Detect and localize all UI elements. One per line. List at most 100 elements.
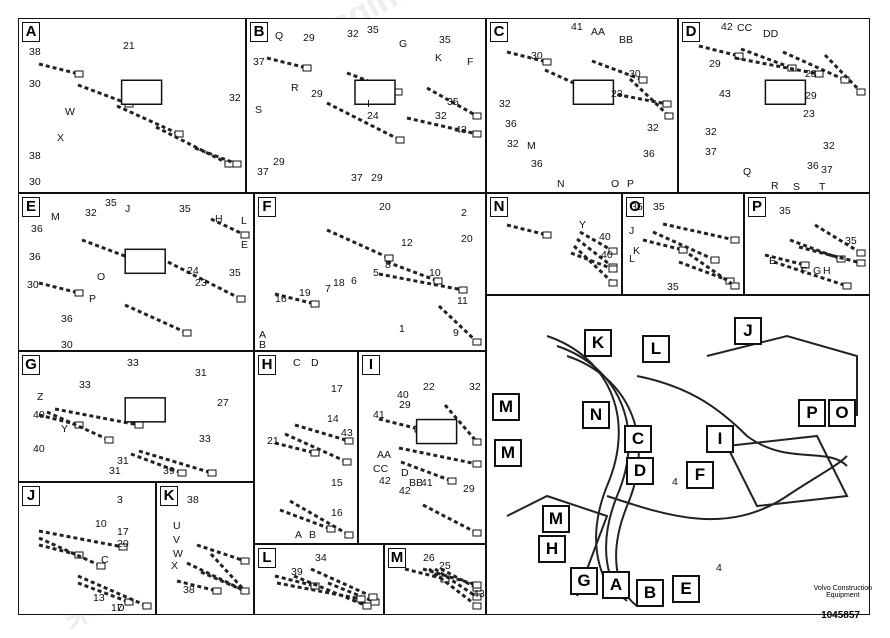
manifold-block bbox=[354, 79, 396, 105]
part-number-label: J bbox=[629, 225, 635, 237]
panel-drawing bbox=[274, 567, 380, 610]
panel-drawing bbox=[378, 404, 482, 537]
hose-line bbox=[386, 260, 439, 283]
part-number-label: 3 bbox=[117, 494, 123, 506]
part-number-label: 17 bbox=[111, 602, 123, 614]
fitting bbox=[356, 595, 366, 603]
part-number-label: L bbox=[629, 253, 635, 265]
part-number-label: DD bbox=[763, 28, 779, 40]
part-number-label: 22 bbox=[423, 381, 435, 393]
part-number-label: L bbox=[241, 215, 247, 227]
part-number-label: 41 bbox=[571, 21, 583, 33]
fitting bbox=[472, 130, 482, 138]
callout-e: E bbox=[672, 575, 700, 603]
overview-part-number: 4 bbox=[672, 476, 678, 488]
fitting bbox=[678, 246, 688, 254]
part-number-label: 23 bbox=[195, 277, 207, 289]
panel-drawing bbox=[764, 223, 866, 290]
part-number-label: 35 bbox=[179, 203, 191, 215]
panel-label: C bbox=[490, 22, 508, 42]
fitting bbox=[638, 76, 648, 84]
fitting bbox=[124, 598, 134, 606]
part-number-label: R bbox=[771, 180, 779, 192]
panel-label: D bbox=[682, 22, 700, 42]
part-number-label: 6 bbox=[351, 275, 357, 287]
hose-line bbox=[570, 251, 614, 271]
hose-line bbox=[326, 228, 390, 260]
fitting bbox=[458, 286, 468, 294]
part-number-label: I bbox=[367, 98, 370, 110]
machine-drawing bbox=[506, 334, 858, 607]
part-number-label: 18 bbox=[333, 277, 345, 289]
hose-line bbox=[289, 499, 350, 537]
part-number-label: 36 bbox=[31, 223, 43, 235]
fitting bbox=[608, 279, 618, 287]
panel-drawing bbox=[176, 543, 250, 595]
hose-line bbox=[688, 252, 736, 288]
fitting bbox=[310, 449, 320, 457]
fitting bbox=[840, 76, 850, 84]
part-number-label: V bbox=[173, 534, 181, 546]
part-number-label: 12 bbox=[401, 237, 413, 249]
part-number-label: X bbox=[57, 132, 65, 144]
part-number-label: W bbox=[173, 548, 183, 560]
part-number-label: AA bbox=[377, 449, 392, 461]
fitting bbox=[240, 231, 250, 239]
fitting bbox=[326, 525, 336, 533]
callout-m: M bbox=[492, 393, 520, 421]
hose-line bbox=[124, 303, 188, 335]
hose-line bbox=[642, 238, 684, 252]
part-number-label: 23 bbox=[803, 108, 815, 120]
fitting bbox=[344, 531, 354, 539]
part-number-label: Y bbox=[61, 423, 69, 435]
part-number-label: 16 bbox=[275, 293, 287, 305]
panel-label: H bbox=[258, 355, 276, 375]
panel-label: O bbox=[626, 197, 644, 217]
panel-label: L bbox=[258, 548, 276, 568]
callout-n: N bbox=[582, 401, 610, 429]
hose-line bbox=[426, 86, 478, 118]
overview-part-number: 4 bbox=[716, 562, 722, 574]
part-number-label: 41 bbox=[373, 409, 385, 421]
part-number-label: 29 bbox=[463, 483, 475, 495]
hose-line bbox=[678, 260, 731, 283]
part-number-label: 14 bbox=[327, 413, 339, 425]
part-number-label: N bbox=[557, 178, 565, 190]
part-number-label: 33 bbox=[199, 433, 211, 445]
hose-line bbox=[378, 272, 464, 292]
fitting bbox=[664, 112, 674, 120]
part-number-label: 32 bbox=[499, 98, 511, 110]
fitting bbox=[182, 329, 192, 337]
part-number-label: 32 bbox=[507, 138, 519, 150]
fitting bbox=[710, 256, 720, 264]
part-number-label: 36 bbox=[505, 118, 517, 130]
hose-line bbox=[326, 101, 401, 142]
part-number-label: 41 bbox=[421, 477, 433, 489]
callout-k: K bbox=[584, 329, 612, 357]
fitting bbox=[856, 259, 866, 267]
hose-line bbox=[279, 508, 332, 531]
part-number-label: K bbox=[435, 52, 443, 64]
hose-line bbox=[422, 503, 478, 535]
part-number-label: 32 bbox=[705, 126, 717, 138]
hose-line bbox=[284, 432, 348, 464]
hose-line bbox=[274, 441, 316, 455]
part-number-label: 23 bbox=[611, 88, 623, 100]
part-number-label: 40 bbox=[397, 389, 409, 401]
part-number-label: 32 bbox=[85, 207, 97, 219]
part-number-label: 39 bbox=[291, 566, 303, 578]
fitting bbox=[800, 261, 810, 269]
panel-label: I bbox=[362, 355, 380, 375]
hose-line bbox=[210, 217, 246, 237]
callout-o: O bbox=[828, 399, 856, 427]
panel-drawing bbox=[506, 50, 674, 120]
callout-m: M bbox=[542, 505, 570, 533]
part-number-label: 30 bbox=[531, 50, 543, 62]
part-number-label: 13 bbox=[93, 592, 105, 604]
part-number-label: Q bbox=[275, 30, 284, 42]
part-number-label: 29 bbox=[273, 156, 285, 168]
part-number-label: M bbox=[51, 211, 60, 223]
